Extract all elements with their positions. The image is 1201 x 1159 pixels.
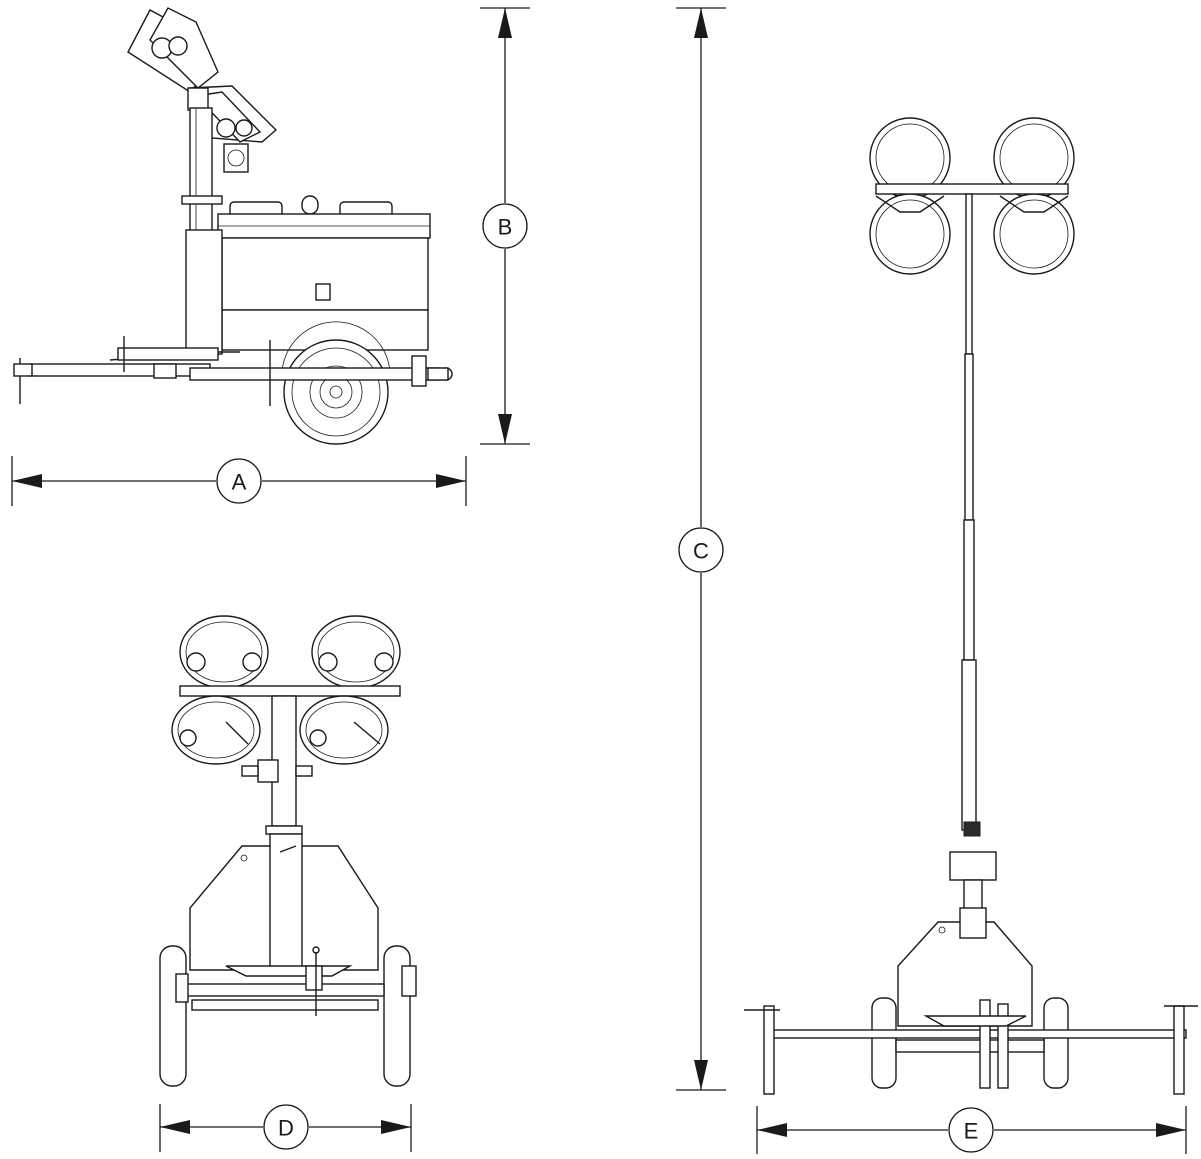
raised-view-enclosure bbox=[897, 907, 1033, 1027]
raised-view-mast bbox=[949, 193, 997, 985]
side-view-enclosure bbox=[185, 195, 431, 355]
side-view-wheel bbox=[281, 321, 391, 445]
raised-view-wheels-outriggers bbox=[744, 997, 1198, 1095]
front-view bbox=[159, 615, 417, 1087]
dimension-a-bubble bbox=[216, 458, 262, 504]
dimension-c-bubble bbox=[678, 527, 724, 573]
front-view-mast bbox=[241, 695, 313, 835]
dimension-b-bubble bbox=[482, 203, 528, 249]
dimension-d-bubble bbox=[263, 1104, 309, 1150]
dimension-b-label: B bbox=[498, 215, 513, 240]
side-view-lamp-heads bbox=[127, 7, 278, 143]
raised-view bbox=[744, 117, 1198, 1095]
front-view-enclosure bbox=[189, 833, 379, 975]
dimension-a: A bbox=[11, 456, 467, 506]
side-view-frame bbox=[13, 336, 453, 406]
dimension-e-label: E bbox=[964, 1119, 979, 1144]
raised-view-lamp-heads bbox=[869, 117, 1075, 275]
front-view-lamp-heads bbox=[171, 615, 401, 765]
side-view bbox=[13, 7, 453, 445]
dimension-d-label: D bbox=[278, 1116, 294, 1141]
front-view-wheels-axle bbox=[159, 945, 417, 1087]
dimension-c-label: C bbox=[693, 539, 709, 564]
dimension-e-bubble bbox=[948, 1107, 994, 1153]
dimension-d: D bbox=[159, 1104, 412, 1152]
dimension-b: B bbox=[480, 7, 530, 445]
dimension-c: C bbox=[676, 7, 726, 1091]
dimension-a-label: A bbox=[232, 470, 247, 495]
dimension-e: E bbox=[756, 1106, 1187, 1154]
